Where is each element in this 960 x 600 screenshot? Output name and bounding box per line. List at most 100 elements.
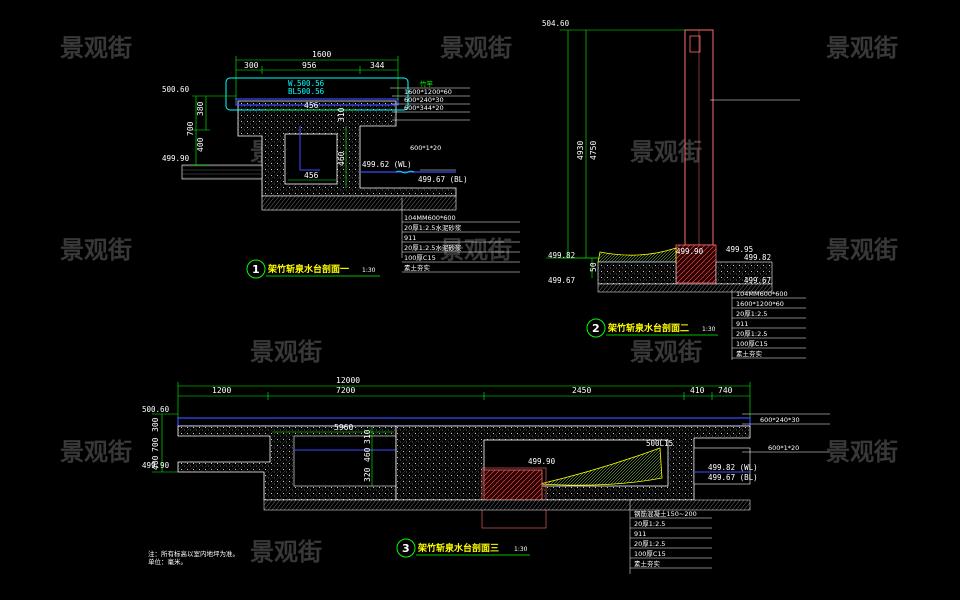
section-3-drawing	[152, 382, 830, 574]
section-1-layer-0: 104MM600*600	[404, 214, 456, 222]
section-1-layer-4: 100厚C15	[404, 254, 436, 262]
watermark-text: 景观街	[440, 34, 512, 62]
section-2-drawing	[546, 29, 806, 360]
section-3-layer-0: 钢筋混凝土150~200	[634, 509, 697, 518]
watermark-text: 景观街	[250, 538, 322, 566]
section-3-planting	[539, 447, 663, 486]
section-3-title-circle	[396, 538, 416, 558]
section-1-note-4: 600*1*20	[410, 144, 441, 152]
section-3-level-top-left: 500.60	[142, 405, 170, 414]
section-1-dim-inner-top: 456	[304, 101, 319, 110]
section-3-title-number: 3	[402, 542, 410, 555]
section-3-post-footing	[483, 469, 543, 501]
section-3-dim-mid-b: 460	[363, 447, 372, 462]
section-3-dims	[152, 382, 751, 486]
section-3-layer-2: 911	[634, 530, 646, 538]
section-1-layer-3: 20厚1:2.5水泥砂浆	[404, 243, 462, 252]
section-3-title: 架竹斩泉水台剖面三	[417, 542, 499, 554]
section-1-level-bl: 499.67 (BL)	[418, 175, 468, 184]
section-2-title-circle	[586, 318, 606, 338]
section-2-layer-4: 100厚C15	[736, 340, 768, 348]
watermark-text: 景观街	[826, 34, 898, 62]
section-1-dim-left-c: 400	[196, 137, 205, 152]
section-3-note-0: 600*240*30	[760, 416, 800, 424]
section-3-dim-total: 12000	[336, 376, 360, 385]
section-3-dim-mid-a: 310	[363, 429, 372, 444]
section-3-leaders	[629, 413, 830, 574]
section-3-footnote-0: 注：所有标高以室内地坪为准。	[148, 549, 239, 558]
section-2-layer-3: 20厚1:2.5	[736, 330, 767, 338]
section-3-level-post: 500L15	[646, 439, 673, 448]
section-2-dim-c: 50	[589, 262, 598, 272]
section-1-dim-c: 344	[370, 61, 385, 70]
section-3-level-mid: 499.90	[528, 457, 556, 466]
section-3-layer-3: 20厚1:2.5	[634, 540, 665, 548]
section-1-title: 架竹斩泉水台剖面一	[267, 263, 349, 275]
section-2-level-mid: 499.90	[676, 247, 704, 256]
section-2-layer-2: 911	[736, 320, 748, 328]
section-1-ground-left	[181, 164, 263, 180]
section-1-layer-5: 素土夯实	[404, 263, 431, 272]
section-1-layer-2: 911	[404, 234, 416, 242]
section-2-level-left-b: 499.67	[548, 276, 575, 285]
section-1-title-circle	[246, 259, 266, 279]
section-1-level-callout-b: BL500.56	[288, 87, 325, 96]
section-1-dim-left-b: 700	[186, 121, 195, 136]
section-2-level-top: 504.60	[542, 19, 570, 28]
section-2-level-right-b: 499.82	[744, 253, 771, 262]
section-1-basin	[284, 133, 338, 185]
section-1-dim-mid-a: 310	[337, 107, 346, 122]
section-1-dim-inner-bottom: 456	[304, 171, 319, 180]
section-3-dim-e: 740	[718, 386, 733, 395]
section-1-pipe	[299, 126, 320, 171]
section-1-dims-top	[235, 56, 399, 181]
section-3-dim-left-b: 700	[151, 437, 160, 452]
section-1-scale: 1:30	[362, 267, 376, 274]
section-2-dims	[546, 29, 686, 278]
section-3-level-right-wl: 499.82 (WL)	[708, 463, 758, 472]
watermark-text: 景观街	[60, 236, 132, 264]
section-1-leaders	[390, 87, 520, 273]
section-1-dim-total: 1600	[312, 50, 331, 59]
watermark-text: 景观街	[440, 236, 512, 264]
section-3-basin-far-right	[693, 447, 751, 485]
section-3-layer-1: 20厚1:2.5	[634, 520, 665, 528]
watermark-text: 景观街	[60, 34, 132, 62]
section-2-level-right-a: 499.95	[726, 245, 753, 254]
section-2-base-soil	[597, 283, 773, 293]
section-1-note-1: 1600*1200*60	[404, 88, 452, 96]
section-1-note-0: 竹竿	[420, 79, 434, 88]
section-1-dim-mid-b: 460	[337, 151, 346, 166]
section-1-dim-a: 300	[244, 61, 259, 70]
section-1-note-2: 600*240*30	[404, 96, 444, 104]
section-3-basin-left	[293, 435, 397, 487]
section-3-scale: 1:30	[514, 546, 528, 553]
section-3-layer-5: 素土夯实	[634, 559, 661, 568]
section-3-dim-c: 2450	[572, 386, 591, 395]
watermark-text: 景观街	[630, 338, 702, 366]
section-3-layer-4: 100厚C15	[634, 550, 666, 558]
section-2-level-right-c: 499.67	[744, 276, 771, 285]
section-1-layer-1: 20厚1:2.5水泥砂浆	[404, 223, 462, 232]
watermark-text: 景观街	[60, 438, 132, 466]
section-2-layer-5: 素土夯实	[736, 349, 763, 358]
section-3-footnote-1: 单位：毫米。	[148, 557, 187, 566]
section-2-title-number: 2	[592, 322, 600, 335]
section-1-level-bottom-left: 499.90	[162, 154, 190, 163]
section-3-dim-a: 1200	[212, 386, 231, 395]
section-1-level-wl: 499.62 (WL)	[362, 160, 412, 169]
watermark-text: 景观街	[826, 438, 898, 466]
watermark-text: 景观街	[250, 338, 322, 366]
section-2-ground-left	[597, 261, 677, 285]
section-2-post-cap	[689, 35, 701, 53]
section-3-post-frame	[481, 467, 547, 529]
section-1-dims-left	[192, 95, 347, 188]
section-2-dim-b: 4750	[589, 141, 598, 160]
section-3-dim-inner: 5960	[334, 423, 353, 432]
section-1-title-number: 1	[252, 263, 260, 276]
watermark-text: 景观街	[630, 138, 702, 166]
section-3-level-bottom-left: 499.90	[142, 461, 170, 470]
section-3-coping	[177, 417, 751, 427]
section-1-level-callout-a: W.500.56	[288, 79, 325, 88]
